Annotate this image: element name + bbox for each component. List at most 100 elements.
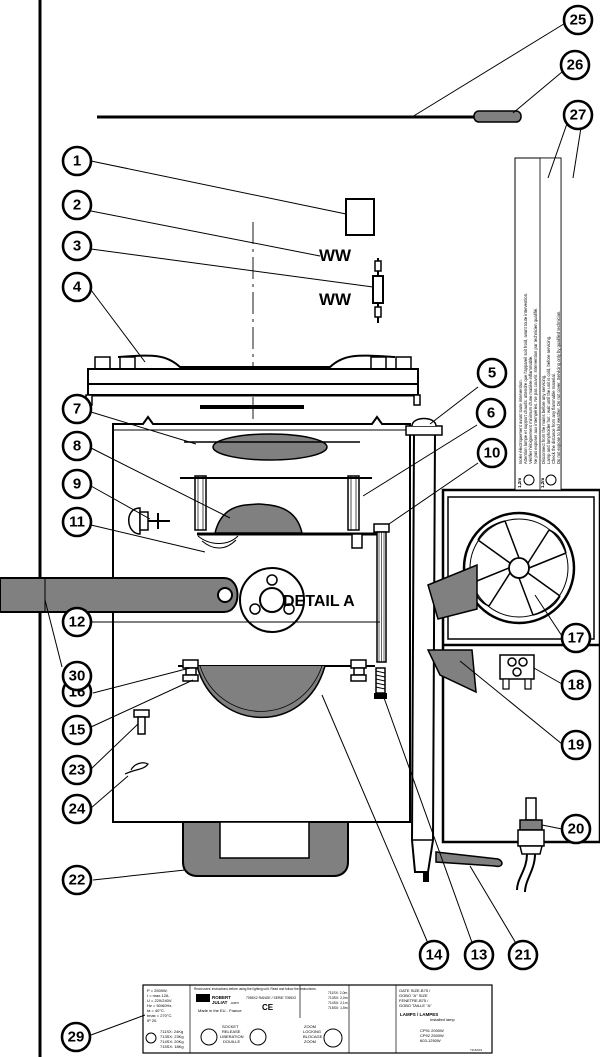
callout-25: 25 (562, 4, 594, 36)
spring-part-2: WW (319, 290, 352, 309)
spec-ip: IP 20. (147, 1018, 157, 1023)
warning-fr-line-2: Attention lampe et support chauds: atten… (523, 293, 528, 464)
spec-power: P = 2500W. (147, 988, 168, 993)
svg-text:15: 15 (69, 722, 86, 739)
svg-text:19: 19 (568, 737, 585, 754)
callout-15: 15 (61, 714, 93, 746)
socket-release-3: LIBERATION (220, 1034, 244, 1039)
callout-26: 26 (559, 49, 591, 81)
callout-23: 23 (61, 754, 93, 786)
svg-text:24: 24 (69, 801, 86, 818)
side-post (405, 417, 443, 873)
socket-release-1: SOCKET (222, 1024, 239, 1029)
svg-text:23: 23 (69, 762, 86, 779)
callout-7: 7 (61, 393, 93, 425)
zoom-lock-3: BLOCAGE (303, 1034, 323, 1039)
callout-30: 30 (61, 660, 93, 692)
brand-logo-icon (196, 994, 210, 1002)
svg-text:8: 8 (73, 438, 81, 455)
focal-2: 713SX: 2,0m (328, 996, 348, 1000)
warning-fr-line-1: Isoler électriquement avant toute interv… (518, 379, 523, 464)
svg-text:2: 2 (73, 197, 81, 214)
gate-size-2: GOBO "A" SIZE (399, 993, 428, 998)
filter-part (345, 198, 375, 236)
svg-text:14: 14 (426, 947, 443, 964)
svg-text:12: 12 (69, 614, 86, 631)
lens-part (212, 433, 328, 461)
callout-12: 12 (61, 606, 93, 638)
plate-range: 7055X2 RANGE / SERIE 7055X2 (246, 996, 296, 1000)
handle-arm (0, 577, 239, 613)
screw-part (133, 709, 150, 735)
callout-19: 19 (560, 729, 592, 761)
gate-size-3: FENETRE-B75 / (399, 998, 429, 1003)
callout-17: 17 (560, 622, 592, 654)
svg-text:29: 29 (68, 1029, 85, 1046)
base-handle (182, 821, 349, 877)
callout-4: 4 (61, 271, 93, 303)
svg-text:30: 30 (69, 668, 86, 685)
svg-text:13: 13 (471, 947, 488, 964)
lamp-1: CP91 2000W (420, 1028, 444, 1033)
spec-frequency: Hz = 50/60Hz. (147, 1003, 172, 1008)
warning-label-temp-icon-en (545, 474, 557, 486)
clip-part (124, 762, 149, 775)
focal-4: 715SX: 1,5m (328, 1006, 348, 1010)
zoom-lock-2: LOCKING (303, 1029, 321, 1034)
callout-2: 2 (61, 189, 93, 221)
spring-part: WW (319, 246, 352, 265)
socket-release-icon (200, 1028, 218, 1046)
socket-release-4: DOUILLE (223, 1039, 240, 1044)
callout-8: 8 (61, 430, 93, 462)
spring-screw (374, 667, 387, 699)
focal-3: 714SX: 2,1m (328, 1001, 348, 1005)
threaded-rod (376, 531, 387, 663)
warning-en-line-2: Lamp and lampholder hot : wait until the… (546, 336, 551, 464)
detail-a-label: DETAIL A (283, 593, 355, 610)
foot-lever (423, 851, 503, 882)
plate-code: 711SX01 (470, 1048, 482, 1052)
lamps-sub: Installed lamp (430, 1017, 455, 1022)
rod-tip-part (473, 110, 522, 123)
warning-en-line-3: Check the distance from any flammable ma… (551, 373, 556, 464)
callout-14: 14 (418, 939, 450, 971)
lamp-3: 603-1250W (420, 1038, 441, 1043)
brand-name-1: ROBERT (212, 995, 231, 1000)
pin-part (372, 258, 384, 323)
zoom-lock-icon (323, 1028, 343, 1048)
connector-block (499, 654, 535, 690)
svg-text:22: 22 (69, 872, 86, 889)
rating-plate: P = 2500W. I = max.12A. U = 220/240V. Hz… (142, 984, 493, 1054)
air-duct-lower (426, 649, 477, 694)
svg-text:9: 9 (73, 476, 81, 493)
detail-a (239, 567, 305, 633)
callout-24: 24 (61, 793, 93, 825)
spec-voltage: U = 220/240V. (147, 998, 172, 1003)
warning-en-line-4: Do not expose to bad weather. Do not cov… (556, 311, 561, 464)
weight-3: 714SX: 20Kg (160, 1039, 184, 1044)
warning-label-temp-icon-fr (523, 474, 535, 486)
air-duct-upper (427, 563, 478, 620)
lamp-2: CP92 2500W (420, 1033, 444, 1038)
svg-text:21: 21 (515, 947, 532, 964)
leader-lines (44, 21, 584, 1036)
svg-text:25: 25 (570, 12, 587, 29)
svg-text:7: 7 (73, 401, 81, 418)
cable-gland (516, 797, 545, 893)
lamp-weight-icon (145, 1032, 157, 1044)
socket-icon (249, 1028, 267, 1046)
focal-1: 711SX: 2,0m (328, 991, 348, 995)
zoom-lock-1: ZOOM (304, 1024, 316, 1029)
svg-text:27: 27 (570, 107, 587, 124)
callout-21: 21 (507, 939, 539, 971)
svg-text:1: 1 (73, 153, 81, 170)
weight-1: 711SX: 24Kg (160, 1029, 183, 1034)
callout-11: 11 (61, 506, 93, 538)
lamps-header: LAMPS / LAMPES (400, 1012, 438, 1017)
fan (462, 511, 576, 625)
spec-tmax: tmax = 270°C. (147, 1013, 173, 1018)
svg-text:20: 20 (568, 821, 585, 838)
spec-current: I = max.12A. (147, 993, 170, 998)
callout-6: 6 (475, 397, 507, 429)
